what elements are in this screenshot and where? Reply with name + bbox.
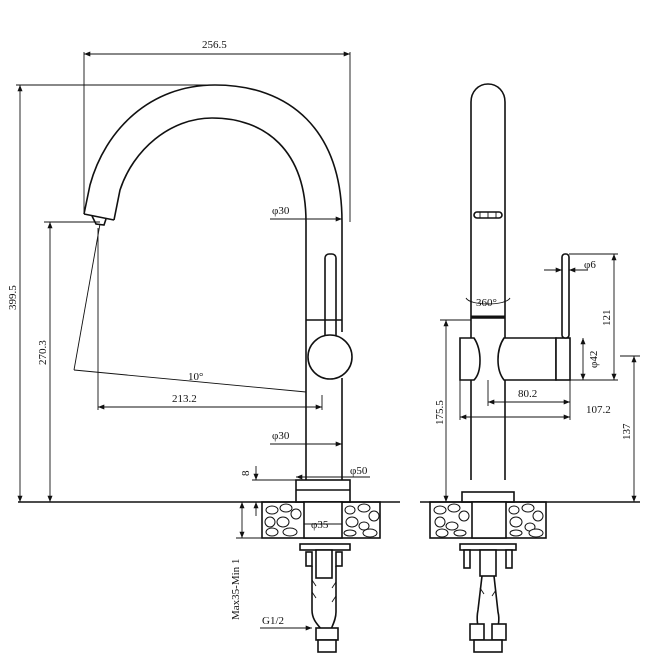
stones-right — [433, 503, 544, 538]
label-dia-body: φ30 — [272, 430, 290, 442]
front-lever — [561, 253, 570, 339]
spray-head — [83, 213, 115, 221]
stones-left — [264, 503, 380, 538]
base-flange — [295, 479, 351, 503]
label-dia-neck: φ30 — [272, 205, 290, 217]
label-thread: G1/2 — [262, 615, 284, 627]
valve-body — [459, 337, 481, 381]
label-body-height: 175.5 — [434, 400, 446, 425]
angle-line — [73, 223, 101, 371]
front-stud-left — [463, 549, 471, 569]
mount-plate — [299, 543, 351, 551]
front-view: 360° — [420, 83, 640, 653]
label-depth-outer: 107.2 — [586, 404, 611, 416]
hose-fitting-lower — [317, 639, 337, 653]
valve-cap — [555, 337, 571, 381]
front-base — [461, 491, 515, 503]
label-angle: 10° — [188, 371, 203, 383]
spout-outer — [83, 84, 343, 223]
front-spout — [470, 83, 506, 480]
front-nut — [479, 549, 497, 577]
front-joint-band — [470, 315, 506, 319]
label-reach: 213.2 — [172, 393, 197, 405]
front-mount-plate — [459, 543, 517, 551]
label-handle-height: 137 — [621, 423, 633, 440]
spout-inner — [113, 117, 307, 223]
front-shank — [471, 501, 507, 539]
label-depth-inner: 80.2 — [518, 388, 537, 400]
label-width-top: 256.5 — [202, 39, 227, 51]
front-fitting-lower — [473, 639, 503, 653]
label-dia-shank: φ35 — [311, 519, 329, 531]
valve-cylinder — [307, 334, 353, 380]
valve-body-right — [497, 337, 557, 381]
front-fitting-left — [469, 623, 485, 641]
label-rotation: 360° — [476, 297, 497, 309]
label-dia-handle: φ6 — [584, 259, 596, 271]
label-dia-cylinder: φ42 — [588, 351, 600, 368]
front-fitting-right — [491, 623, 507, 641]
shank-nut — [315, 549, 333, 579]
label-handle-length: 121 — [601, 310, 613, 327]
label-height-spout: 270.3 — [37, 340, 49, 365]
angle-line — [73, 369, 307, 393]
label-height-total: 399.5 — [7, 285, 19, 310]
label-base-height: 8 — [240, 470, 252, 476]
label-dia-base: φ50 — [350, 465, 368, 477]
rotation-arc — [465, 297, 511, 305]
stud-right — [335, 551, 343, 567]
front-stud-right — [505, 549, 513, 569]
side-view: 256.5 399.5 270.3 10° 213.2 φ30 φ30 φ50 … — [7, 39, 400, 653]
hose-fitting — [315, 627, 339, 641]
stud-left — [305, 551, 313, 567]
label-max-min: Max35-Min 1 — [230, 559, 242, 620]
shank-through — [303, 501, 343, 539]
lever-handle — [324, 253, 337, 347]
